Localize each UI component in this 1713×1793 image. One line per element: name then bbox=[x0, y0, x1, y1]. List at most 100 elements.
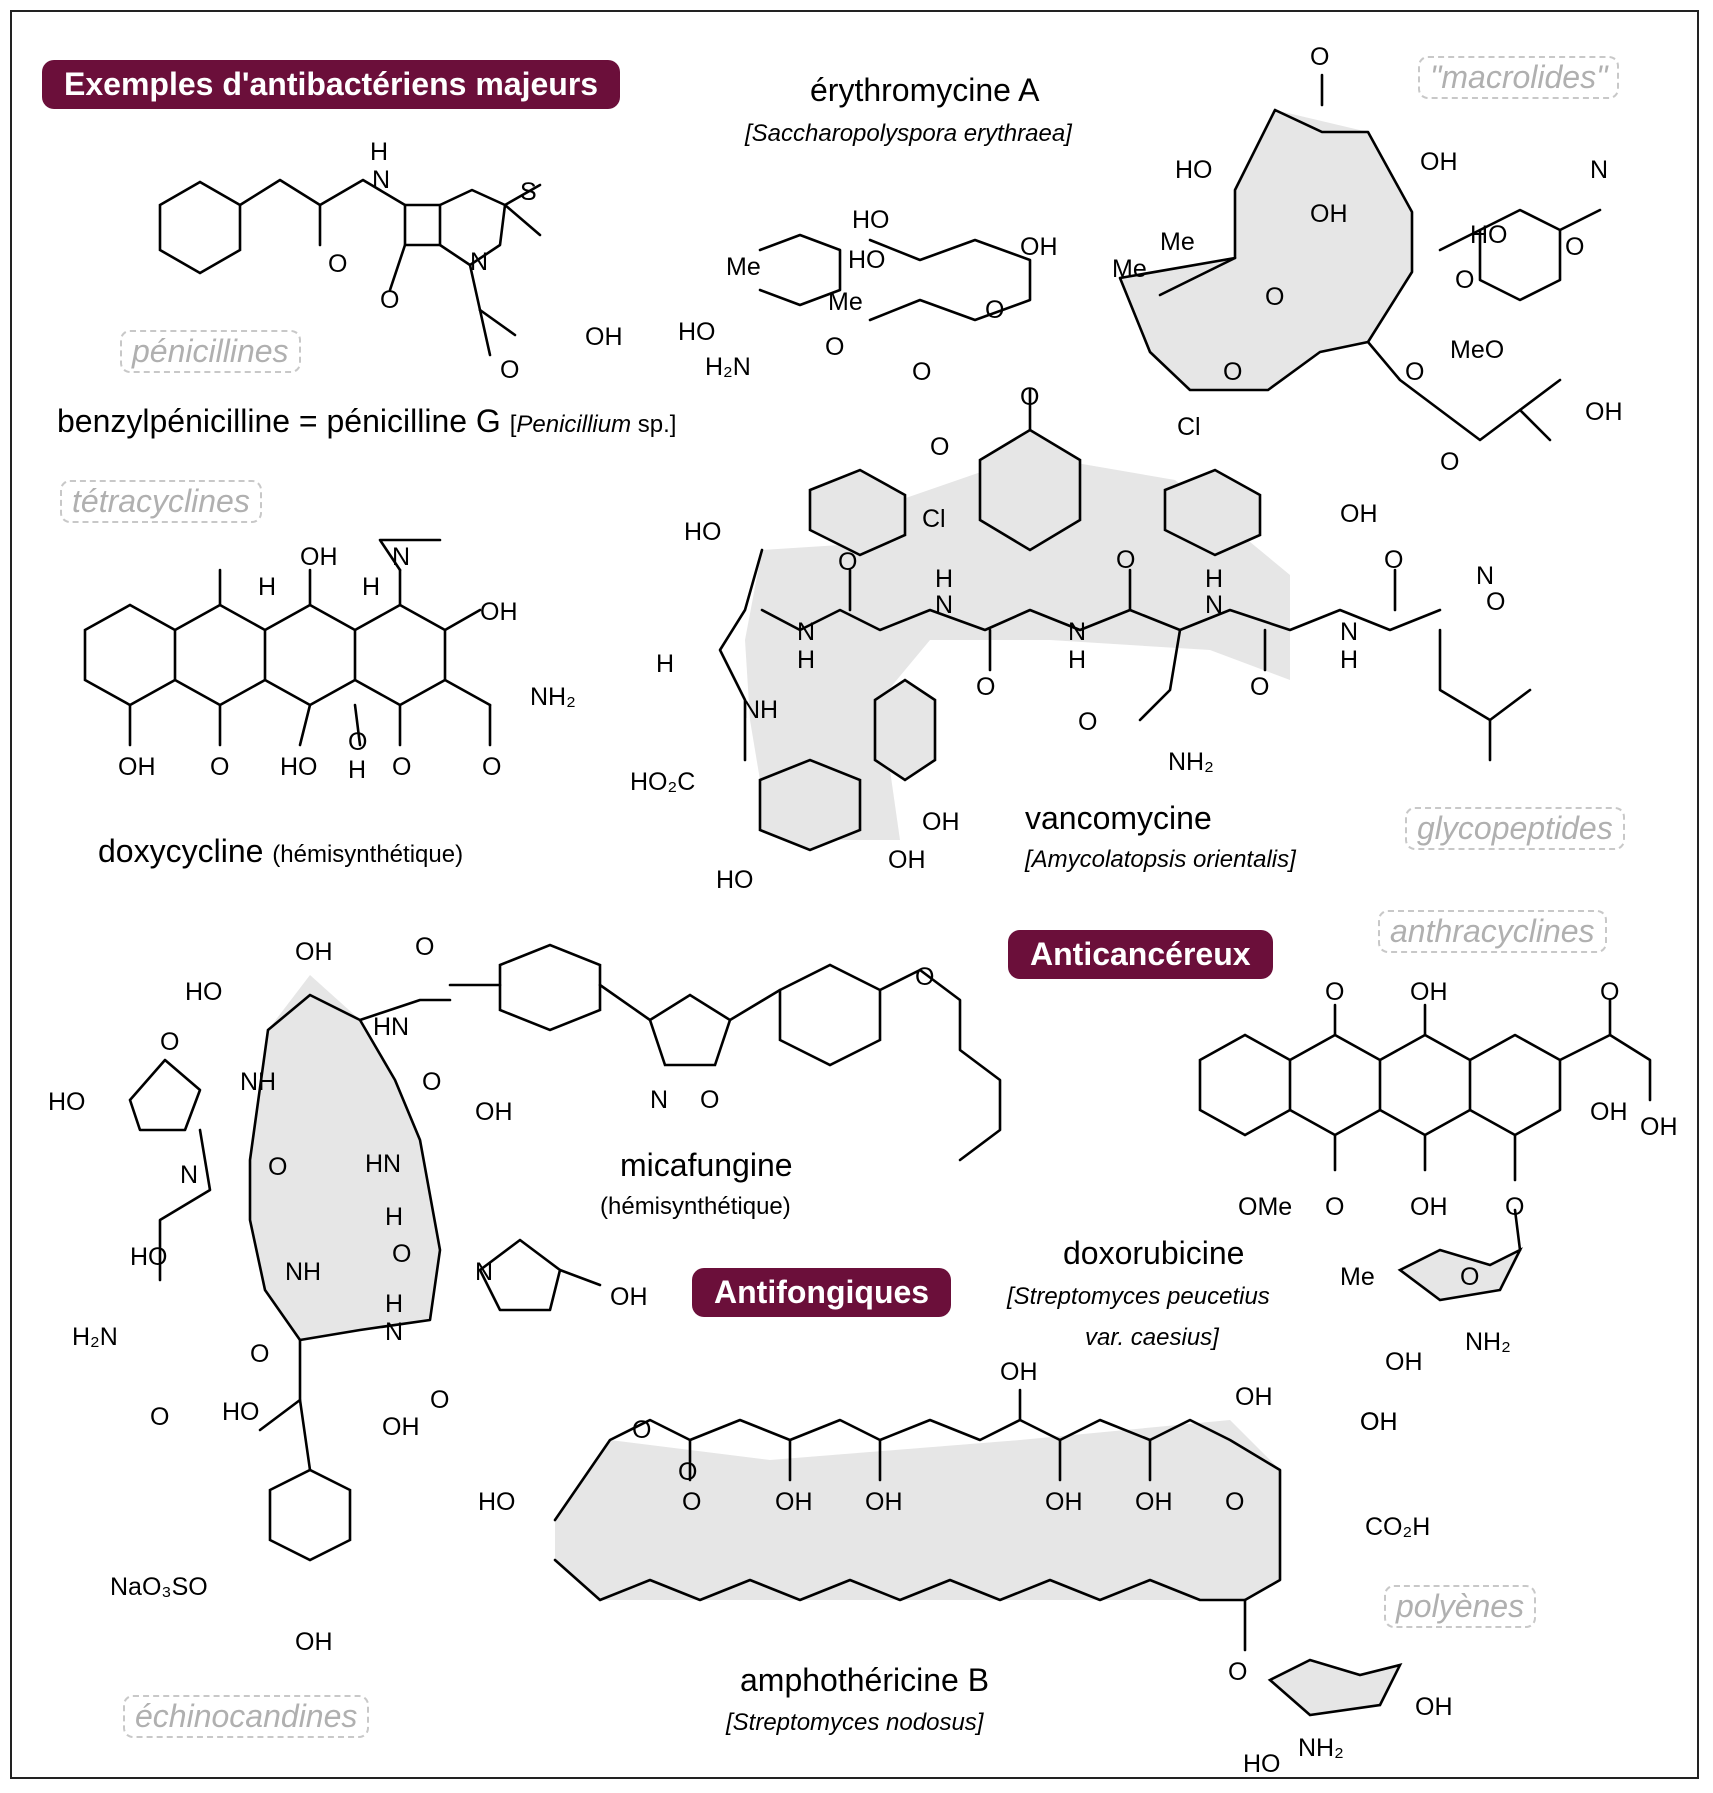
ery-atom-10: N bbox=[1590, 156, 1608, 184]
doxorubicin-source-line2: var. caesius] bbox=[1085, 1324, 1219, 1351]
doxy-atom-5: NH₂ bbox=[530, 683, 576, 711]
ampho-atom-0: O bbox=[632, 1416, 651, 1444]
ampho-atom-12: HO bbox=[478, 1488, 516, 1516]
ampho-atom-3: OH bbox=[865, 1488, 903, 1516]
doxy-atom-0: H bbox=[258, 573, 276, 601]
ery-atom-8: O bbox=[1455, 266, 1474, 294]
doxorubicin-source-line1: [Streptomyces peucetius bbox=[1007, 1283, 1270, 1310]
mica-atom-9: O bbox=[268, 1153, 287, 1181]
mica-atom-3: NH bbox=[240, 1068, 276, 1096]
mica-atom-24: HO bbox=[222, 1398, 260, 1426]
mica-atom-28: N bbox=[650, 1086, 668, 1114]
vanco-atom-4: Me bbox=[828, 288, 863, 316]
vanco-atom-40: HO bbox=[716, 866, 754, 894]
micafungin-name: micafungine bbox=[620, 1147, 793, 1183]
vanco-atom-14: HO bbox=[684, 518, 722, 546]
mica-atom-13: HO bbox=[130, 1243, 168, 1271]
class-tag-echinocandins: échinocandines bbox=[123, 1695, 370, 1738]
antibacterials-section-badge: Exemples d'antibactériens majeurs bbox=[42, 60, 621, 109]
antifungals-section-badge: Antifongiques bbox=[692, 1268, 952, 1317]
ampho-atom-1: O bbox=[682, 1488, 701, 1516]
vanco-atom-17: N bbox=[797, 618, 815, 646]
mica-atom-20: O bbox=[150, 1403, 169, 1431]
doxo-atom-2: O bbox=[1600, 978, 1619, 1006]
ampho-atom-7: OH bbox=[1235, 1383, 1273, 1411]
micafungin-note: (hémisynthétique) bbox=[600, 1193, 791, 1220]
ery-atom-3: OH bbox=[1420, 148, 1458, 176]
mica-atom-0: OH bbox=[295, 938, 333, 966]
ampho-atom-17: NH₂ bbox=[1298, 1734, 1344, 1762]
vanco-atom-5: HO bbox=[678, 318, 716, 346]
mica-atom-22: H bbox=[385, 1290, 403, 1318]
class-tag-anthracyclines: anthracyclines bbox=[1378, 910, 1607, 953]
vanco-atom-28: O bbox=[1384, 546, 1403, 574]
ery-atom-13: MeO bbox=[1450, 336, 1504, 364]
vanco-atom-25: O bbox=[1250, 673, 1269, 701]
vanco-atom-34: NH bbox=[742, 696, 778, 724]
doxorubicin-name: doxorubicine bbox=[1063, 1235, 1245, 1271]
mica-atom-21: N bbox=[385, 1318, 403, 1346]
doxorubicin-structure bbox=[1198, 998, 1652, 1302]
amphotericin-b-structure bbox=[553, 1388, 1403, 1717]
doxycycline-note: (hémisynthétique) bbox=[272, 841, 464, 868]
mica-atom-1: HO bbox=[185, 978, 223, 1006]
doxycycline-structure bbox=[83, 538, 492, 747]
vanco-atom-37: O bbox=[1078, 708, 1097, 736]
vanco-atom-39: OH bbox=[888, 846, 926, 874]
mica-atom-7: HO bbox=[48, 1088, 86, 1116]
ampho-atom-15: OH bbox=[1415, 1693, 1453, 1721]
micafungin-macrocycle-shading bbox=[250, 975, 440, 1340]
mica-atom-25: OH bbox=[382, 1413, 420, 1441]
pen-atom-6: O bbox=[500, 356, 519, 384]
vancomycin-name: vancomycine bbox=[1025, 800, 1212, 836]
pen-atom-5: O bbox=[380, 286, 399, 314]
ery-atom-11: HO bbox=[1470, 221, 1508, 249]
doxy-atom-8: HO bbox=[280, 753, 318, 781]
penicillin-name: benzylpénicilline = pénicilline G [Penic… bbox=[57, 403, 677, 439]
vanco-atom-12: Cl bbox=[922, 505, 946, 533]
doxo-atom-1: OH bbox=[1410, 978, 1448, 1006]
doxy-atom-12: O bbox=[482, 753, 501, 781]
ampho-atom-2: OH bbox=[775, 1488, 813, 1516]
mica-atom-29: O bbox=[700, 1086, 719, 1114]
vanco-atom-35: HO₂C bbox=[630, 768, 695, 796]
mica-atom-12: H bbox=[385, 1203, 403, 1231]
ampho-atom-11: CO₂H bbox=[1365, 1513, 1430, 1541]
doxo-atom-9: O bbox=[1460, 1263, 1479, 1291]
class-tag-polyenes: polyènes bbox=[1384, 1585, 1537, 1628]
mica-atom-23: O bbox=[430, 1386, 449, 1414]
mica-atom-17: OH bbox=[610, 1283, 648, 1311]
vanco-atom-26: N bbox=[1205, 591, 1223, 619]
ery-atom-4: Me bbox=[1160, 228, 1195, 256]
ampho-atom-10: OH bbox=[1360, 1408, 1398, 1436]
ery-atom-9: O bbox=[1405, 358, 1424, 386]
ery-atom-12: O bbox=[1565, 233, 1584, 261]
ery-atom-2: OH bbox=[1310, 200, 1348, 228]
ampho-atom-5: OH bbox=[1045, 1488, 1083, 1516]
vanco-atom-33: H bbox=[656, 650, 674, 678]
vanco-atom-15: OH bbox=[1340, 500, 1378, 528]
doxy-atom-1: OH bbox=[300, 543, 338, 571]
anticancer-section-badge: Anticancéreux bbox=[1008, 930, 1273, 979]
class-tag-tetracyclines: tétracyclines bbox=[60, 480, 262, 523]
pen-atom-7: OH bbox=[585, 323, 623, 351]
vanco-atom-13: Cl bbox=[1177, 413, 1201, 441]
mica-atom-6: O bbox=[422, 1068, 441, 1096]
erythromycin-name: érythromycine A bbox=[810, 72, 1040, 108]
vanco-atom-21: H bbox=[935, 565, 953, 593]
class-tag-macrolides: "macrolides" bbox=[1418, 56, 1620, 99]
mica-atom-18: H₂N bbox=[72, 1323, 118, 1351]
mica-atom-4: HN bbox=[373, 1013, 409, 1041]
pen-atom-3: O bbox=[328, 250, 347, 278]
vanco-atom-18: H bbox=[797, 646, 815, 674]
vanco-atom-2: OH bbox=[1020, 233, 1058, 261]
vanco-atom-27: H bbox=[1205, 565, 1223, 593]
pen-atom-4: N bbox=[470, 248, 488, 276]
penicillin-source: [Penicillium sp.] bbox=[509, 411, 677, 438]
doxo-atom-11: OH bbox=[1385, 1348, 1423, 1376]
ampho-atom-6: OH bbox=[1135, 1488, 1173, 1516]
vanco-atom-6: O bbox=[825, 333, 844, 361]
vanco-atom-9: O bbox=[912, 358, 931, 386]
vanco-atom-31: O bbox=[1486, 588, 1505, 616]
